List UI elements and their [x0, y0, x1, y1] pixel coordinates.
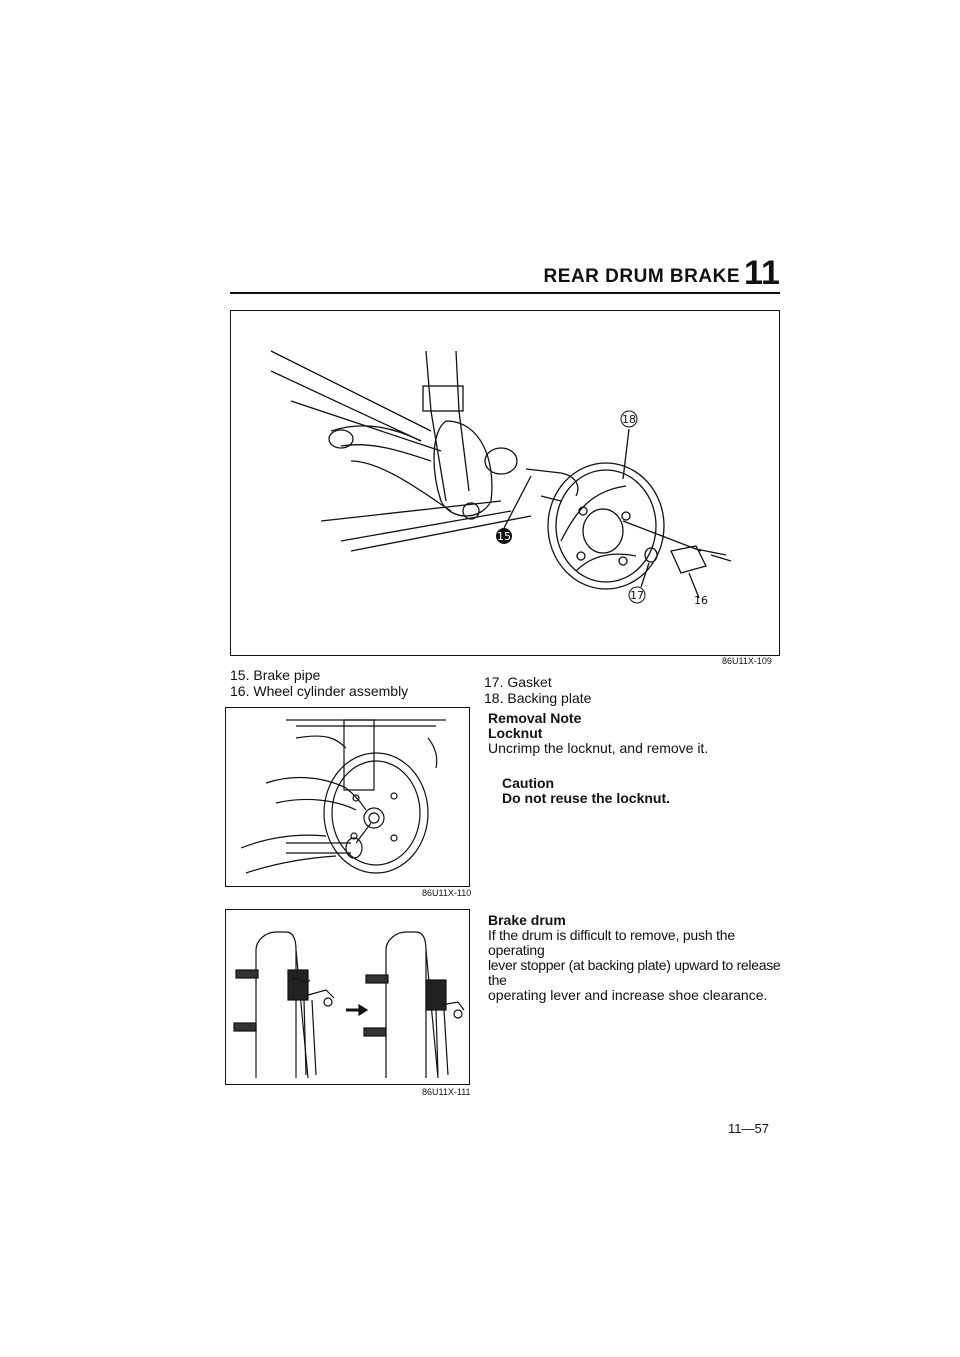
- figure1-code: 86U11X-109: [722, 656, 772, 666]
- caption-backing-plate: 18. Backing plate: [484, 690, 592, 706]
- caption-left: 15. Brake pipe 16. Wheel cylinder assemb…: [230, 667, 408, 699]
- caution-heading: Caution: [502, 775, 555, 791]
- locknut-heading: Locknut: [488, 725, 543, 741]
- brake-drum-line-3: operating lever and increase shoe cleara…: [488, 987, 768, 1003]
- callout-15: 15: [497, 530, 511, 543]
- caption-right: 17. Gasket 18. Backing plate: [484, 674, 591, 706]
- brake-drum-line-1: If the drum is difficult to remove, push…: [488, 927, 735, 958]
- caption-gasket: 17. Gasket: [484, 674, 552, 690]
- page-number: 11—57: [728, 1121, 769, 1136]
- caption-wheel-cylinder: 16. Wheel cylinder assembly: [230, 683, 409, 699]
- removal-heading: Removal Note: [488, 710, 582, 726]
- locknut-instruction: Uncrimp the locknut, and remove it.: [488, 740, 709, 756]
- figure-locknut-removal: [225, 707, 470, 887]
- header-rule: [230, 292, 780, 294]
- brake-drum-line-2: lever stopper (at backing plate) upward …: [488, 957, 781, 988]
- figure-operating-lever: [225, 909, 470, 1085]
- caution-block: Caution Do not reuse the locknut.: [502, 776, 788, 806]
- figure2-code: 86U11X-110: [422, 888, 472, 898]
- section-number: 11: [744, 254, 780, 292]
- removal-note: Removal Note Locknut Uncrimp the locknut…: [488, 711, 788, 806]
- caution-text: Do not reuse the locknut.: [502, 790, 671, 806]
- brake-drum-heading: Brake drum: [488, 912, 566, 928]
- section-title: REAR DRUM BRAKE: [543, 266, 740, 287]
- locknut-illustration: [240, 719, 446, 874]
- operating-lever-illustration: [233, 931, 465, 1079]
- callout-17: 17: [630, 589, 644, 602]
- callout-18: 18: [622, 413, 636, 426]
- brake-drum-note: Brake drum If the drum is difficult to r…: [488, 913, 788, 1003]
- backing-plate-illustration: 18 15 17 16: [270, 350, 732, 607]
- callout-16: 16: [694, 594, 708, 607]
- figure3-code: 86U11X-111: [422, 1087, 471, 1097]
- figure-backing-plate-exploded: 18 15 17 16: [230, 310, 780, 656]
- caption-brake-pipe: 15. Brake pipe: [230, 667, 321, 683]
